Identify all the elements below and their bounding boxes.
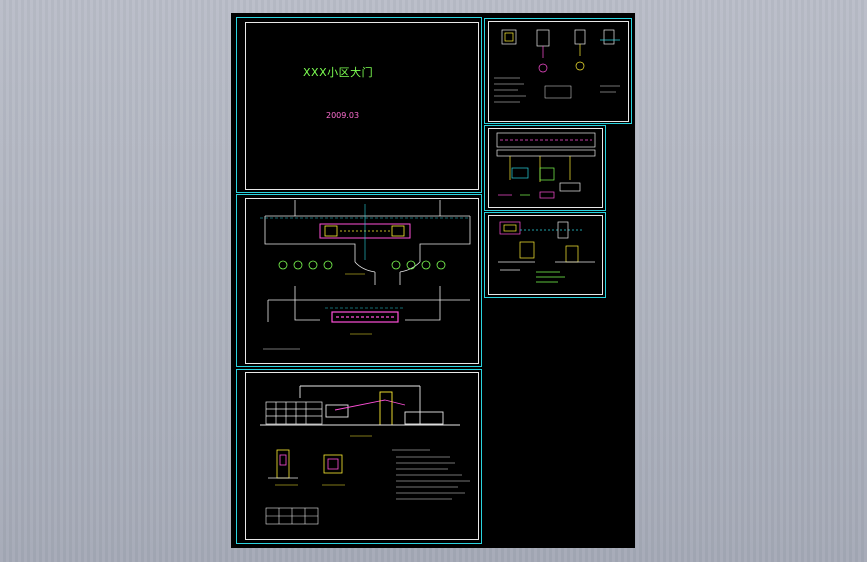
cover-frame[interactable] — [236, 17, 482, 193]
wall-detail — [498, 221, 595, 283]
table-grid — [265, 507, 319, 525]
site-plan-top — [264, 200, 471, 285]
building-elevation-left — [265, 401, 323, 425]
detail-border-1 — [488, 21, 629, 122]
gate-elevation — [260, 385, 460, 426]
site-plan-bottom — [267, 286, 470, 322]
beam-detail — [496, 132, 596, 199]
cover-title: XXX小区大门 — [303, 66, 374, 79]
detail-border-2 — [488, 128, 603, 208]
gate-plan-bottom — [331, 311, 399, 323]
pier-elevation — [268, 449, 298, 479]
plan-border — [245, 198, 479, 364]
footing-details — [501, 29, 620, 73]
detail-frame-3[interactable] — [484, 212, 606, 298]
cover-border — [245, 22, 479, 190]
notes-text-lines — [392, 449, 470, 500]
pier-plan — [323, 454, 343, 474]
tree-row — [278, 260, 446, 270]
elevation-frame[interactable] — [236, 369, 482, 544]
cover-date: 2009.03 — [326, 111, 360, 120]
detail-frame-2[interactable] — [484, 125, 606, 211]
plan-frame[interactable] — [236, 194, 482, 367]
elevation-border — [245, 372, 479, 540]
detail-frame-1[interactable] — [484, 18, 632, 124]
detail-border-3 — [488, 215, 603, 295]
drawing-sheet[interactable] — [231, 13, 635, 548]
